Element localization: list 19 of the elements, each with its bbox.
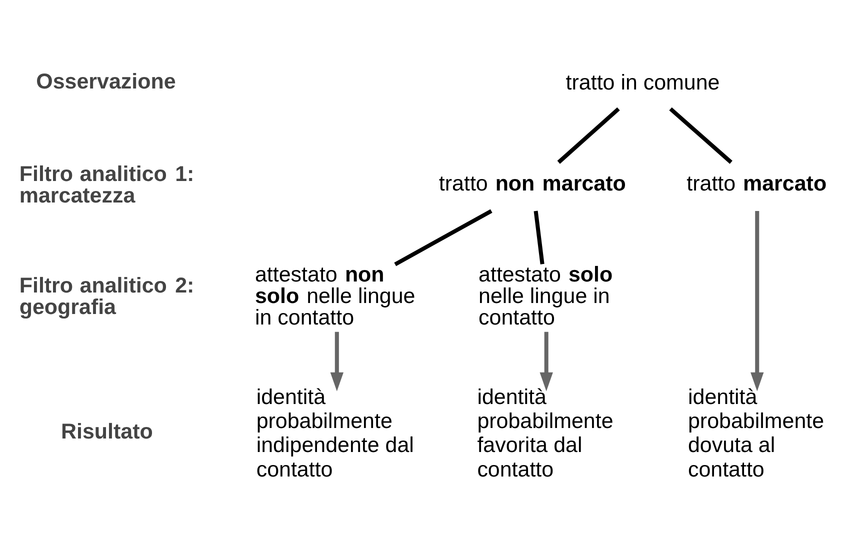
arrow: [750, 211, 764, 392]
node-text: identità probabilmente dovuta al contatto: [688, 384, 824, 482]
label: Osservazione: [36, 69, 176, 94]
node-text: tratto marcato: [686, 171, 827, 196]
node-text: attestato solo nelle lingue in contatto: [478, 262, 613, 330]
node-text: attestato non solo nelle lingue in contatto: [255, 262, 416, 330]
connector: [394, 209, 492, 266]
node-text: identità probabilmente favorita dal contatto: [477, 384, 614, 482]
connector: [557, 107, 620, 164]
label: Filtro analitico 2: geografia: [19, 273, 194, 319]
node-text: identità probabilmente indipendente dal contatto: [256, 384, 414, 482]
arrow: [330, 332, 344, 392]
label: Filtro analitico 1: marcatezza: [19, 162, 194, 208]
label: Risultato: [61, 420, 153, 444]
node-text: tratto non marcato: [438, 171, 626, 196]
node-text: tratto in comune: [566, 70, 720, 95]
connector: [534, 210, 544, 264]
connector: [669, 107, 732, 164]
arrow: [540, 332, 553, 392]
